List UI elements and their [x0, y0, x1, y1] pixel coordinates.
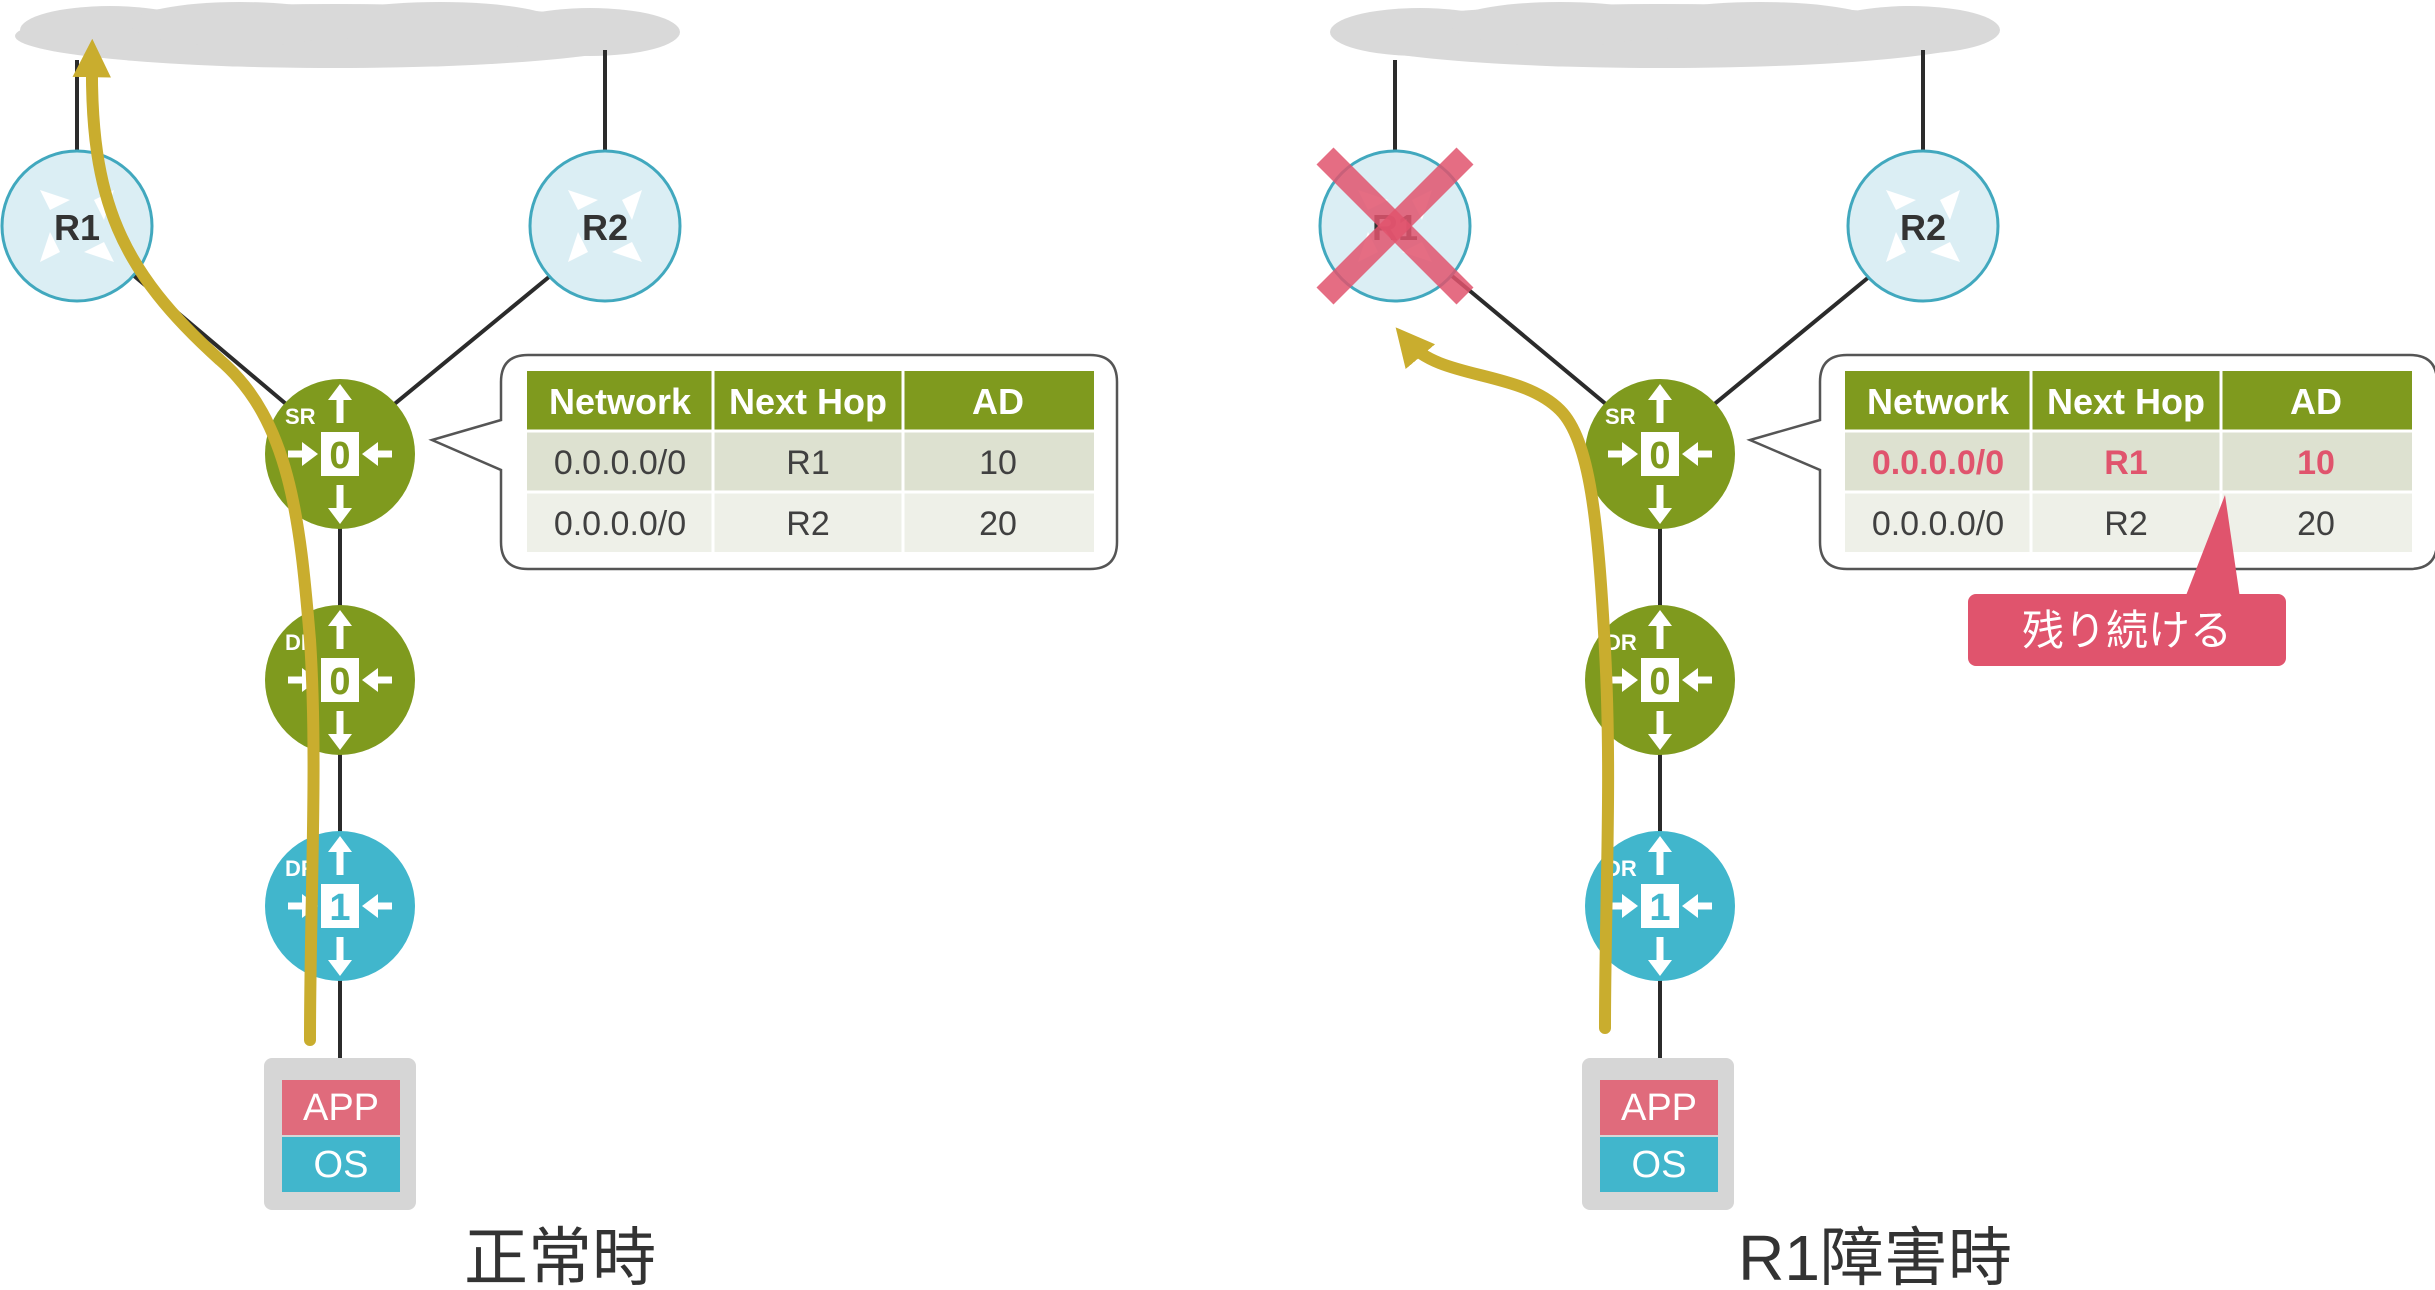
- switch-sr-0: SR 0: [1585, 379, 1735, 529]
- switch-sr-number: 0: [329, 435, 350, 477]
- router-r1-label: R1: [54, 207, 100, 248]
- switch-dr1-number: 1: [329, 887, 350, 929]
- traffic-path-arrow: [72, 38, 320, 1046]
- stale-route-callout-text: 残り続ける: [2022, 607, 2232, 654]
- stale-route-callout: 残り続ける: [1968, 495, 2286, 666]
- switch-dr0-number: 0: [1649, 661, 1670, 703]
- cloud-icon: [15, 2, 680, 68]
- server-os-label: OS: [314, 1144, 369, 1186]
- table-cell-ad: 20: [2297, 505, 2335, 543]
- panel-r1-failure: R1 R2 SR 0: [1316, 2, 2435, 1290]
- table-cell-next-hop: R1: [786, 444, 829, 482]
- table-cell-network: 0.0.0.0/0: [554, 505, 686, 543]
- switch-sr-role: SR: [1605, 404, 1636, 429]
- switch-arrows-icon: [288, 384, 392, 524]
- table-cell-next-hop: R2: [2104, 505, 2147, 543]
- switch-dr-0: DR 0: [1585, 605, 1735, 755]
- route-table: Network Next Hop AD 0.0.0.0/0 R1 10 0.0.…: [1845, 371, 2412, 552]
- table-header-network: Network: [1867, 381, 2010, 422]
- switch-dr-1: DR 1: [1585, 831, 1735, 981]
- router-r1: R1: [0, 149, 154, 303]
- router-r2-label: R2: [1900, 207, 1946, 248]
- server-host: APP OS: [1582, 1058, 1734, 1210]
- table-cell-network: 0.0.0.0/0: [554, 444, 686, 482]
- server-app-label: APP: [303, 1087, 379, 1129]
- panel-normal: R1 R2 SR 0: [0, 2, 1119, 1290]
- router-r2: R2: [528, 149, 682, 303]
- table-header-next-hop: Next Hop: [2047, 381, 2205, 422]
- server-host: APP OS: [264, 1058, 416, 1210]
- switch-dr1-number: 1: [1649, 887, 1670, 929]
- switch-dr-1: DR 1: [265, 831, 415, 981]
- table-cell-ad: 20: [979, 505, 1017, 543]
- switch-arrows-icon: [1608, 384, 1712, 524]
- switch-arrows-icon: [1608, 836, 1712, 976]
- router-r2-label: R2: [582, 207, 628, 248]
- panel-caption: R1障害時: [1738, 1222, 2012, 1290]
- router-r2: R2: [1846, 149, 2000, 303]
- route-table: Network Next Hop AD 0.0.0.0/0 R1 10 0.0.…: [527, 371, 1094, 552]
- table-cell-ad-stale: 10: [2297, 444, 2335, 482]
- switch-arrows-icon: [1608, 610, 1712, 750]
- server-os-label: OS: [1632, 1144, 1687, 1186]
- switch-sr-0: SR 0: [265, 379, 415, 529]
- table-cell-next-hop-stale: R1: [2104, 444, 2147, 482]
- server-app-label: APP: [1621, 1087, 1697, 1129]
- table-header-ad: AD: [2290, 381, 2342, 422]
- table-cell-network: 0.0.0.0/0: [1872, 505, 2004, 543]
- router-arrows-icon: [568, 190, 642, 262]
- table-header-network: Network: [549, 381, 692, 422]
- failure-x-icon: [1316, 147, 1474, 305]
- router-arrows-icon: [1886, 190, 1960, 262]
- table-header-ad: AD: [972, 381, 1024, 422]
- table-cell-next-hop: R2: [786, 505, 829, 543]
- switch-sr-number: 0: [1649, 435, 1670, 477]
- cloud-icon: [1330, 2, 2000, 68]
- table-cell-ad: 10: [979, 444, 1017, 482]
- switch-sr-role: SR: [285, 404, 316, 429]
- switch-arrows-icon: [288, 610, 392, 750]
- traffic-path-arrow: [1395, 327, 1615, 1034]
- switch-dr0-number: 0: [329, 661, 350, 703]
- table-cell-network-stale: 0.0.0.0/0: [1872, 444, 2004, 482]
- panel-caption: 正常時: [464, 1222, 656, 1290]
- table-header-next-hop: Next Hop: [729, 381, 887, 422]
- switch-dr-0: DR 0: [265, 605, 415, 755]
